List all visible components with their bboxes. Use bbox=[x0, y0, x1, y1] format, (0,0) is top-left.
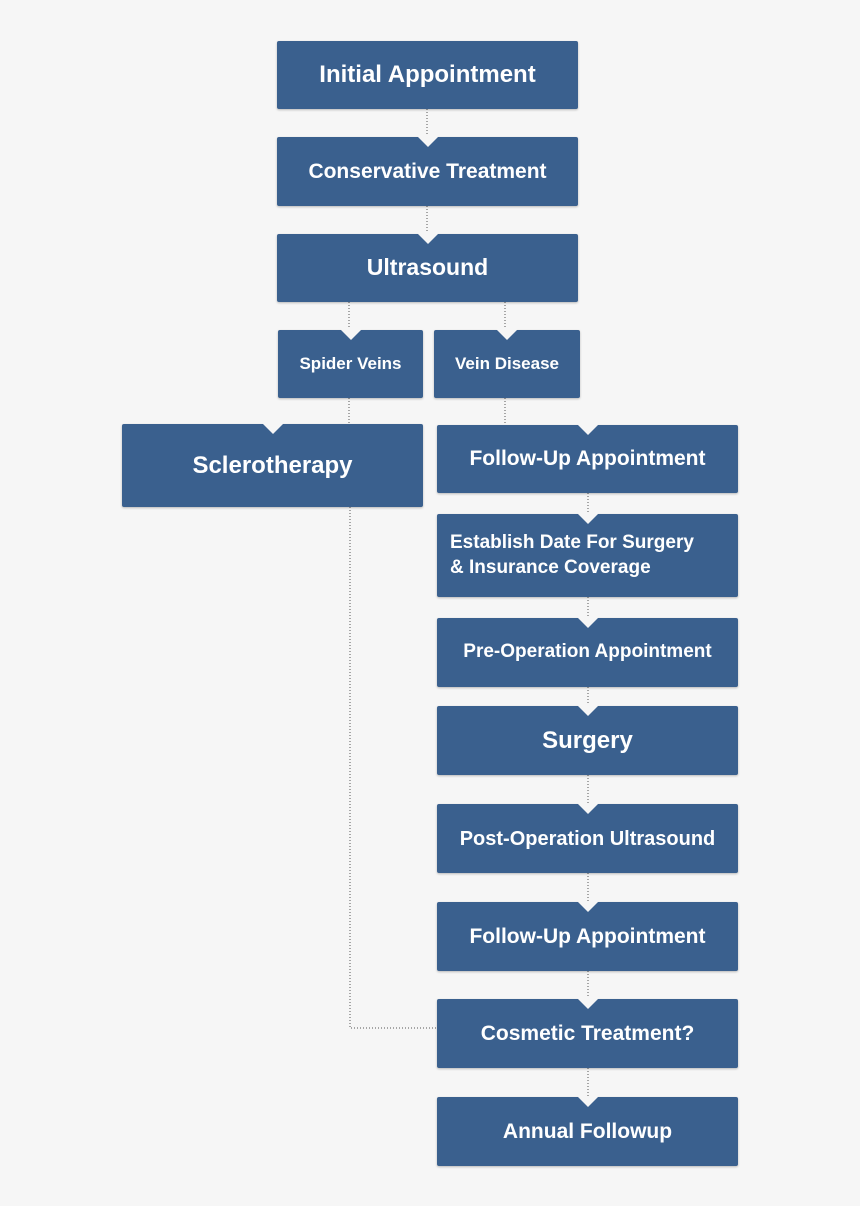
arrow-notch bbox=[576, 803, 599, 814]
node-post-operation-ultrasound: Post-Operation Ultrasound bbox=[437, 803, 738, 873]
arrow-notch bbox=[576, 617, 599, 628]
node-followup-appointment-1: Follow-Up Appointment bbox=[437, 424, 738, 493]
node-vein-disease: Vein Disease bbox=[434, 329, 580, 398]
node-label: Annual Followup bbox=[502, 1119, 673, 1143]
node-label: Post-Operation Ultrasound bbox=[459, 827, 716, 850]
node-label: Conservative Treatment bbox=[308, 159, 547, 183]
node-conservative-treatment: Conservative Treatment bbox=[277, 136, 578, 206]
arrow-notch bbox=[576, 998, 599, 1009]
node-label: Follow-Up Appointment bbox=[469, 447, 706, 471]
node-followup-appointment-2: Follow-Up Appointment bbox=[437, 901, 738, 971]
node-label: Follow-Up Appointment bbox=[469, 924, 706, 948]
arrow-notch bbox=[416, 136, 439, 147]
node-label: Cosmetic Treatment? bbox=[480, 1021, 695, 1045]
node-pre-operation-appointment: Pre-Operation Appointment bbox=[437, 617, 738, 687]
node-initial-appointment: Initial Appointment bbox=[277, 41, 578, 109]
node-label: Ultrasound bbox=[366, 254, 489, 281]
node-spider-veins: Spider Veins bbox=[278, 329, 423, 398]
arrow-notch bbox=[576, 1096, 599, 1107]
node-label: Vein Disease bbox=[455, 353, 559, 373]
arrow-notch bbox=[496, 329, 518, 340]
arrow-notch bbox=[339, 329, 362, 340]
node-ultrasound: Ultrasound bbox=[277, 233, 578, 302]
arrow-notch bbox=[576, 513, 599, 524]
node-label: Initial Appointment bbox=[319, 61, 536, 89]
node-cosmetic-treatment: Cosmetic Treatment? bbox=[437, 998, 738, 1068]
arrow-notch bbox=[576, 901, 599, 912]
node-label: Establish Date For Surgery & Insurance C… bbox=[437, 531, 702, 580]
node-sclerotherapy: Sclerotherapy bbox=[122, 423, 423, 507]
arrow-notch bbox=[576, 705, 599, 716]
node-surgery: Surgery bbox=[437, 705, 738, 775]
connector-sclerotherapy-cosmetic bbox=[349, 507, 437, 1029]
arrow-notch bbox=[261, 423, 284, 434]
node-label: Pre-Operation Appointment bbox=[463, 641, 712, 663]
node-label: Surgery bbox=[542, 726, 633, 754]
node-label: Sclerotherapy bbox=[192, 451, 353, 479]
arrow-notch bbox=[576, 424, 599, 435]
node-annual-followup: Annual Followup bbox=[437, 1096, 738, 1166]
node-label: Spider Veins bbox=[299, 353, 402, 373]
arrow-notch bbox=[416, 233, 439, 244]
node-establish-date: Establish Date For Surgery & Insurance C… bbox=[437, 513, 738, 597]
node-label-line-2: & Insurance Coverage bbox=[450, 556, 651, 578]
node-label-line-1: Establish Date For Surgery bbox=[450, 531, 694, 553]
